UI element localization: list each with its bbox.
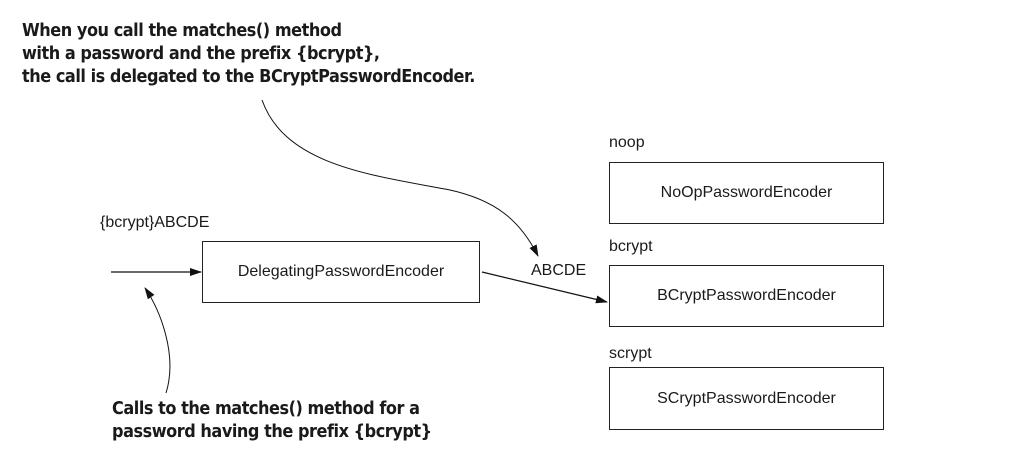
bcrypt-encoder-label: BCryptPasswordEncoder bbox=[657, 287, 836, 304]
top-annotation-line: with a password and the prefix {bcrypt}, bbox=[22, 44, 380, 64]
delegating-encoder-box: DelegatingPasswordEncoder bbox=[202, 241, 480, 303]
delegation-arrow bbox=[481, 271, 608, 304]
noop-prefix-label: noop bbox=[609, 134, 645, 151]
noop-encoder-box: NoOpPasswordEncoder bbox=[609, 162, 884, 224]
noop-encoder-label: NoOpPasswordEncoder bbox=[660, 184, 833, 201]
delegating-encoder-label: DelegatingPasswordEncoder bbox=[237, 263, 445, 280]
bottom-annotation-line: password having the prefix {bcrypt} bbox=[112, 422, 432, 442]
scrypt-encoder-box: SCryptPasswordEncoder bbox=[609, 367, 884, 430]
top-callout-arrow bbox=[261, 99, 539, 257]
scrypt-prefix-label: scrypt bbox=[609, 345, 652, 362]
bottom-annotation-line: Calls to the matches() method for a bbox=[112, 399, 420, 419]
stripped-password-label: ABCDE bbox=[531, 262, 587, 279]
bcrypt-prefix-label: bcrypt bbox=[609, 238, 653, 255]
scrypt-encoder-label: SCryptPasswordEncoder bbox=[657, 389, 836, 407]
bottom-annotation: Calls to the matches() method for a pass… bbox=[112, 398, 432, 444]
top-annotation-line: When you call the matches() method bbox=[22, 21, 342, 41]
bottom-callout-arrow bbox=[144, 287, 171, 394]
top-annotation: When you call the matches() method with … bbox=[22, 20, 475, 89]
bcrypt-encoder-box: BCryptPasswordEncoder bbox=[609, 265, 884, 327]
input-password-label: {bcrypt}ABCDE bbox=[100, 214, 210, 231]
top-annotation-line: the call is delegated to the BCryptPassw… bbox=[22, 67, 475, 87]
